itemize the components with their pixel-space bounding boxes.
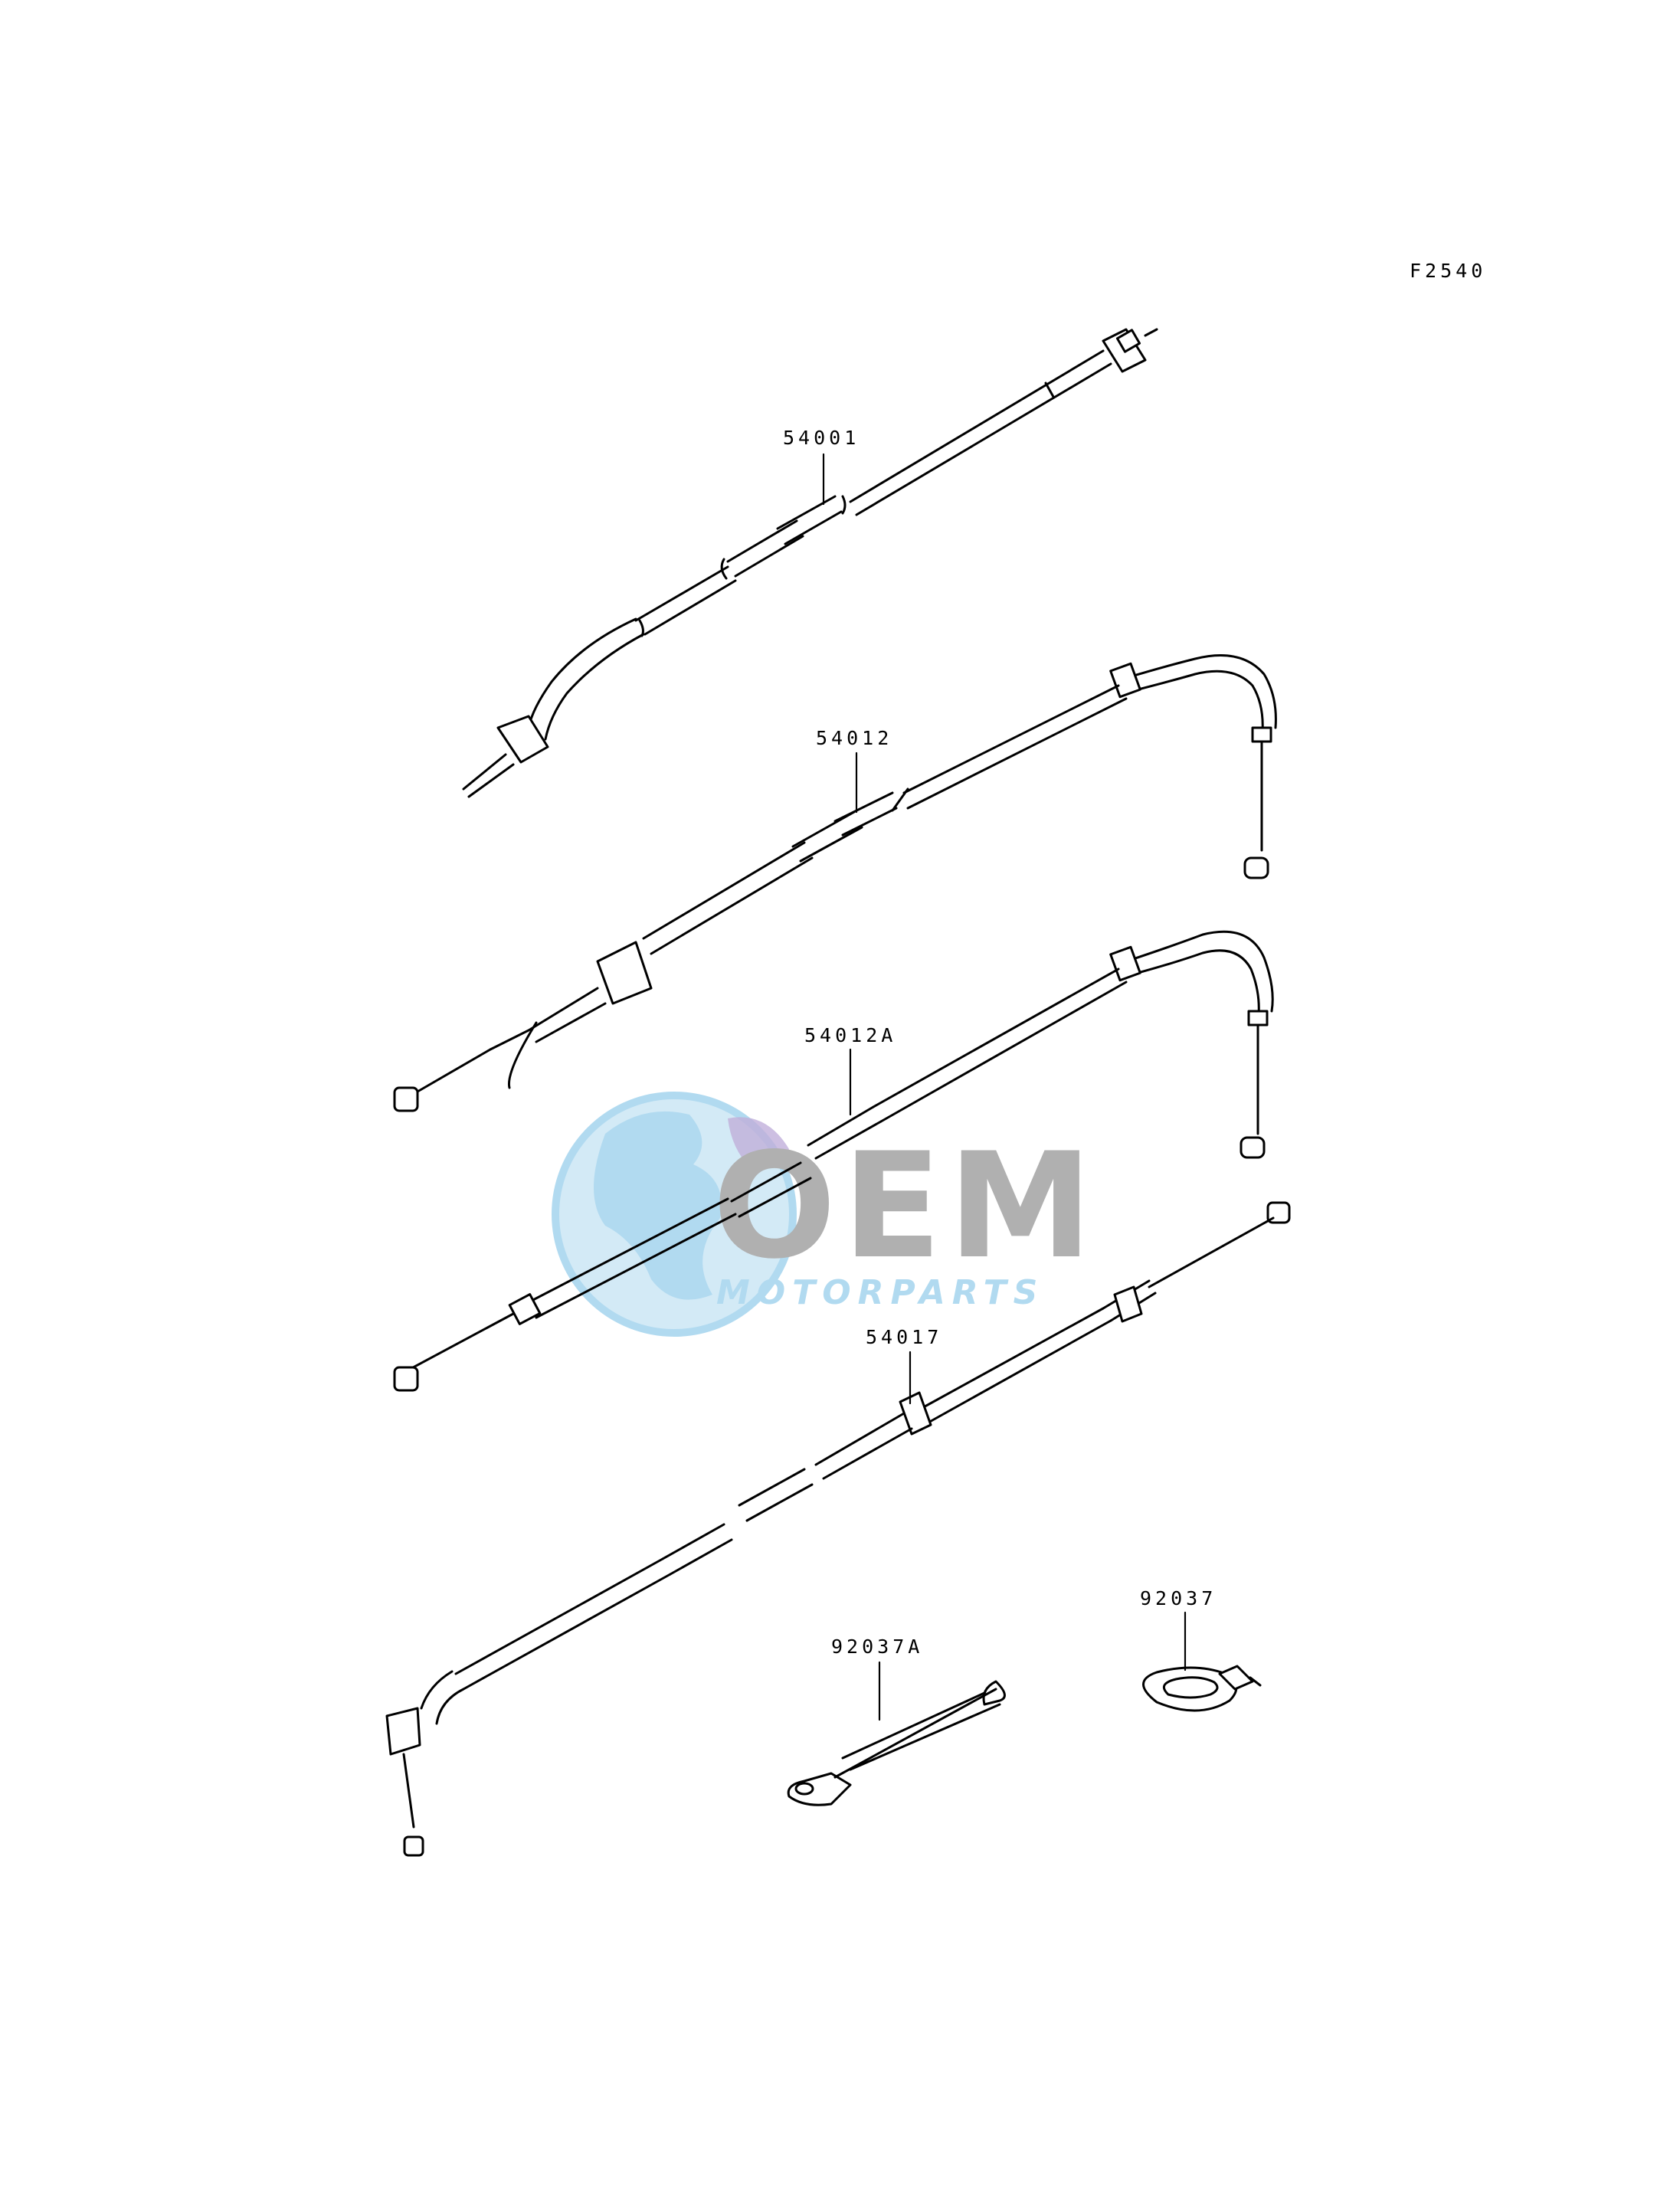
throttle-cable-54012 [393, 654, 1277, 1112]
watermark: OEM MOTORPARTS [552, 1092, 1099, 1337]
part-label-92037: 92037 [1140, 1587, 1217, 1609]
clamp-92037A [787, 1680, 1006, 1806]
choke-cable-54017 [385, 1201, 1291, 1857]
clamp-92037 [1142, 1665, 1262, 1712]
part-label-54012: 54012 [816, 727, 892, 749]
watermark-brand: OEM [712, 1121, 1099, 1291]
part-label-54017: 54017 [866, 1326, 942, 1348]
part-label-54012A: 54012A [804, 1024, 896, 1046]
part-label-92037A: 92037A [831, 1635, 923, 1658]
globe-icon [552, 1092, 797, 1337]
watermark-tagline: MOTORPARTS [716, 1273, 1044, 1312]
speedometer-cable-54001 [462, 328, 1158, 798]
part-label-54001: 54001 [783, 427, 860, 449]
throttle-cable-54012A [393, 930, 1274, 1392]
figure-code: F2540 [1410, 260, 1486, 282]
